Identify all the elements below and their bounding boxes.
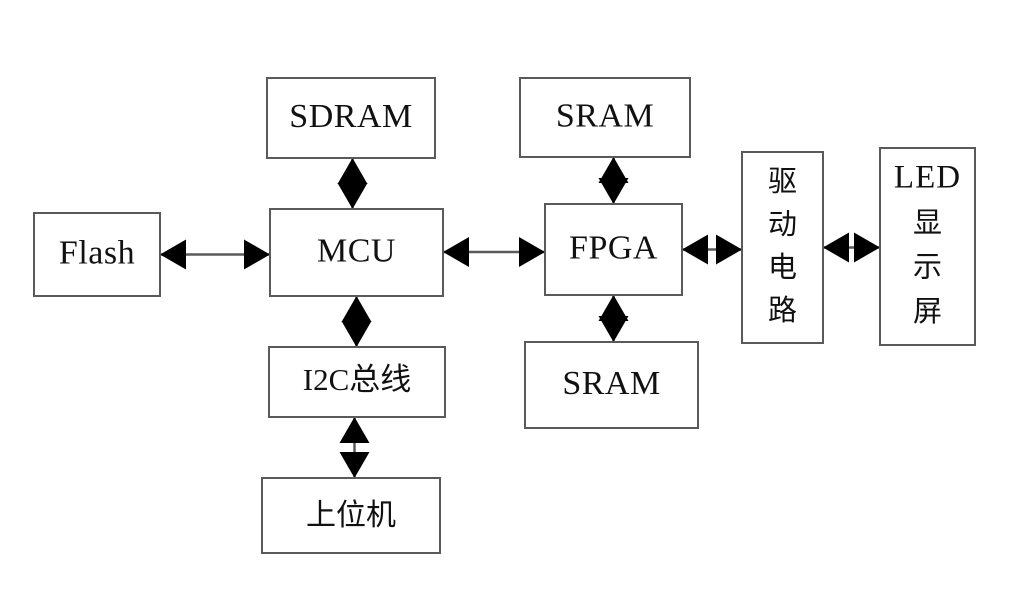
node-fpga[interactable]: FPGA (544, 203, 683, 296)
connector-sdram-mcu (337, 158, 368, 209)
node-sram-bottom[interactable]: SRAM (524, 341, 699, 429)
node-label-sdram: SDRAM (289, 98, 412, 135)
connector-i2c-host (339, 417, 370, 478)
node-box-flash (33, 212, 161, 297)
arrowhead-up-sram-top-fpga (598, 157, 629, 183)
node-label-led-line-3: 屏 (913, 294, 942, 328)
node-label-driver-line-1: 动 (768, 207, 797, 241)
node-label-driver-line-3: 路 (768, 293, 797, 327)
node-box-driver (741, 151, 824, 344)
node-host[interactable]: 上位机 (261, 477, 441, 554)
arrowhead-down-sram-top-fpga (598, 178, 629, 204)
connector-fpga-driver (682, 234, 742, 265)
arrowhead-left-mcu-fpga (443, 237, 469, 267)
connector-flash-mcu (160, 239, 270, 270)
node-label-flash: Flash (59, 234, 135, 271)
arrowhead-left-fpga-driver (682, 234, 708, 265)
node-label-sram-bottom: SRAM (562, 365, 660, 402)
arrowhead-down-sdram-mcu (337, 183, 368, 209)
connector-sram-top-fpga (598, 157, 629, 204)
node-label-sram-top: SRAM (556, 97, 654, 134)
arrowhead-right-fpga-driver (716, 234, 742, 265)
node-box-host (261, 477, 441, 554)
node-label-host: 上位机 (306, 498, 396, 533)
node-box-sdram (266, 77, 436, 159)
arrowhead-right-driver-led (854, 232, 880, 263)
node-mcu[interactable]: MCU (269, 208, 444, 297)
connector-fpga-sram-bottom (598, 295, 629, 342)
node-label-led-line-2: 示 (913, 250, 942, 284)
node-label-fpga: FPGA (569, 229, 658, 266)
node-label-driver-line-2: 电 (768, 250, 797, 284)
node-box-sram-bottom (524, 341, 699, 429)
connector-driver-led (823, 232, 880, 263)
node-label-led-line-0: LED (894, 160, 961, 196)
node-label-mcu: MCU (317, 232, 396, 269)
node-sdram[interactable]: SDRAM (266, 77, 436, 159)
connector-mcu-fpga (443, 237, 545, 267)
node-box-mcu (269, 208, 444, 297)
connections-layer (160, 157, 880, 478)
arrowhead-right-flash-mcu (244, 239, 270, 270)
node-box-fpga (544, 203, 683, 296)
node-sram-top[interactable]: SRAM (519, 77, 691, 158)
arrowhead-down-i2c-host (339, 452, 370, 478)
node-box-led (879, 147, 976, 346)
arrowhead-down-mcu-i2c (341, 321, 372, 347)
node-box-i2c (268, 346, 446, 418)
arrowhead-up-sdram-mcu (337, 158, 368, 184)
arrowhead-right-mcu-fpga (519, 237, 545, 267)
node-i2c[interactable]: I2C总线 (268, 346, 446, 418)
node-label-driver-line-0: 驱 (768, 164, 797, 198)
connector-mcu-i2c (341, 296, 372, 347)
arrowhead-left-flash-mcu (160, 239, 186, 270)
node-label-i2c: I2C总线 (303, 362, 412, 397)
node-flash[interactable]: Flash (33, 212, 161, 297)
node-label-led-line-1: 显 (913, 205, 942, 239)
arrowhead-up-mcu-i2c (341, 296, 372, 322)
arrowhead-left-driver-led (823, 232, 849, 263)
arrowhead-up-fpga-sram-bottom (598, 295, 629, 321)
node-led[interactable]: LED 显示屏 (879, 147, 976, 346)
arrowhead-up-i2c-host (339, 417, 370, 443)
arrowhead-down-fpga-sram-bottom (598, 316, 629, 342)
node-box-sram-top (519, 77, 691, 158)
